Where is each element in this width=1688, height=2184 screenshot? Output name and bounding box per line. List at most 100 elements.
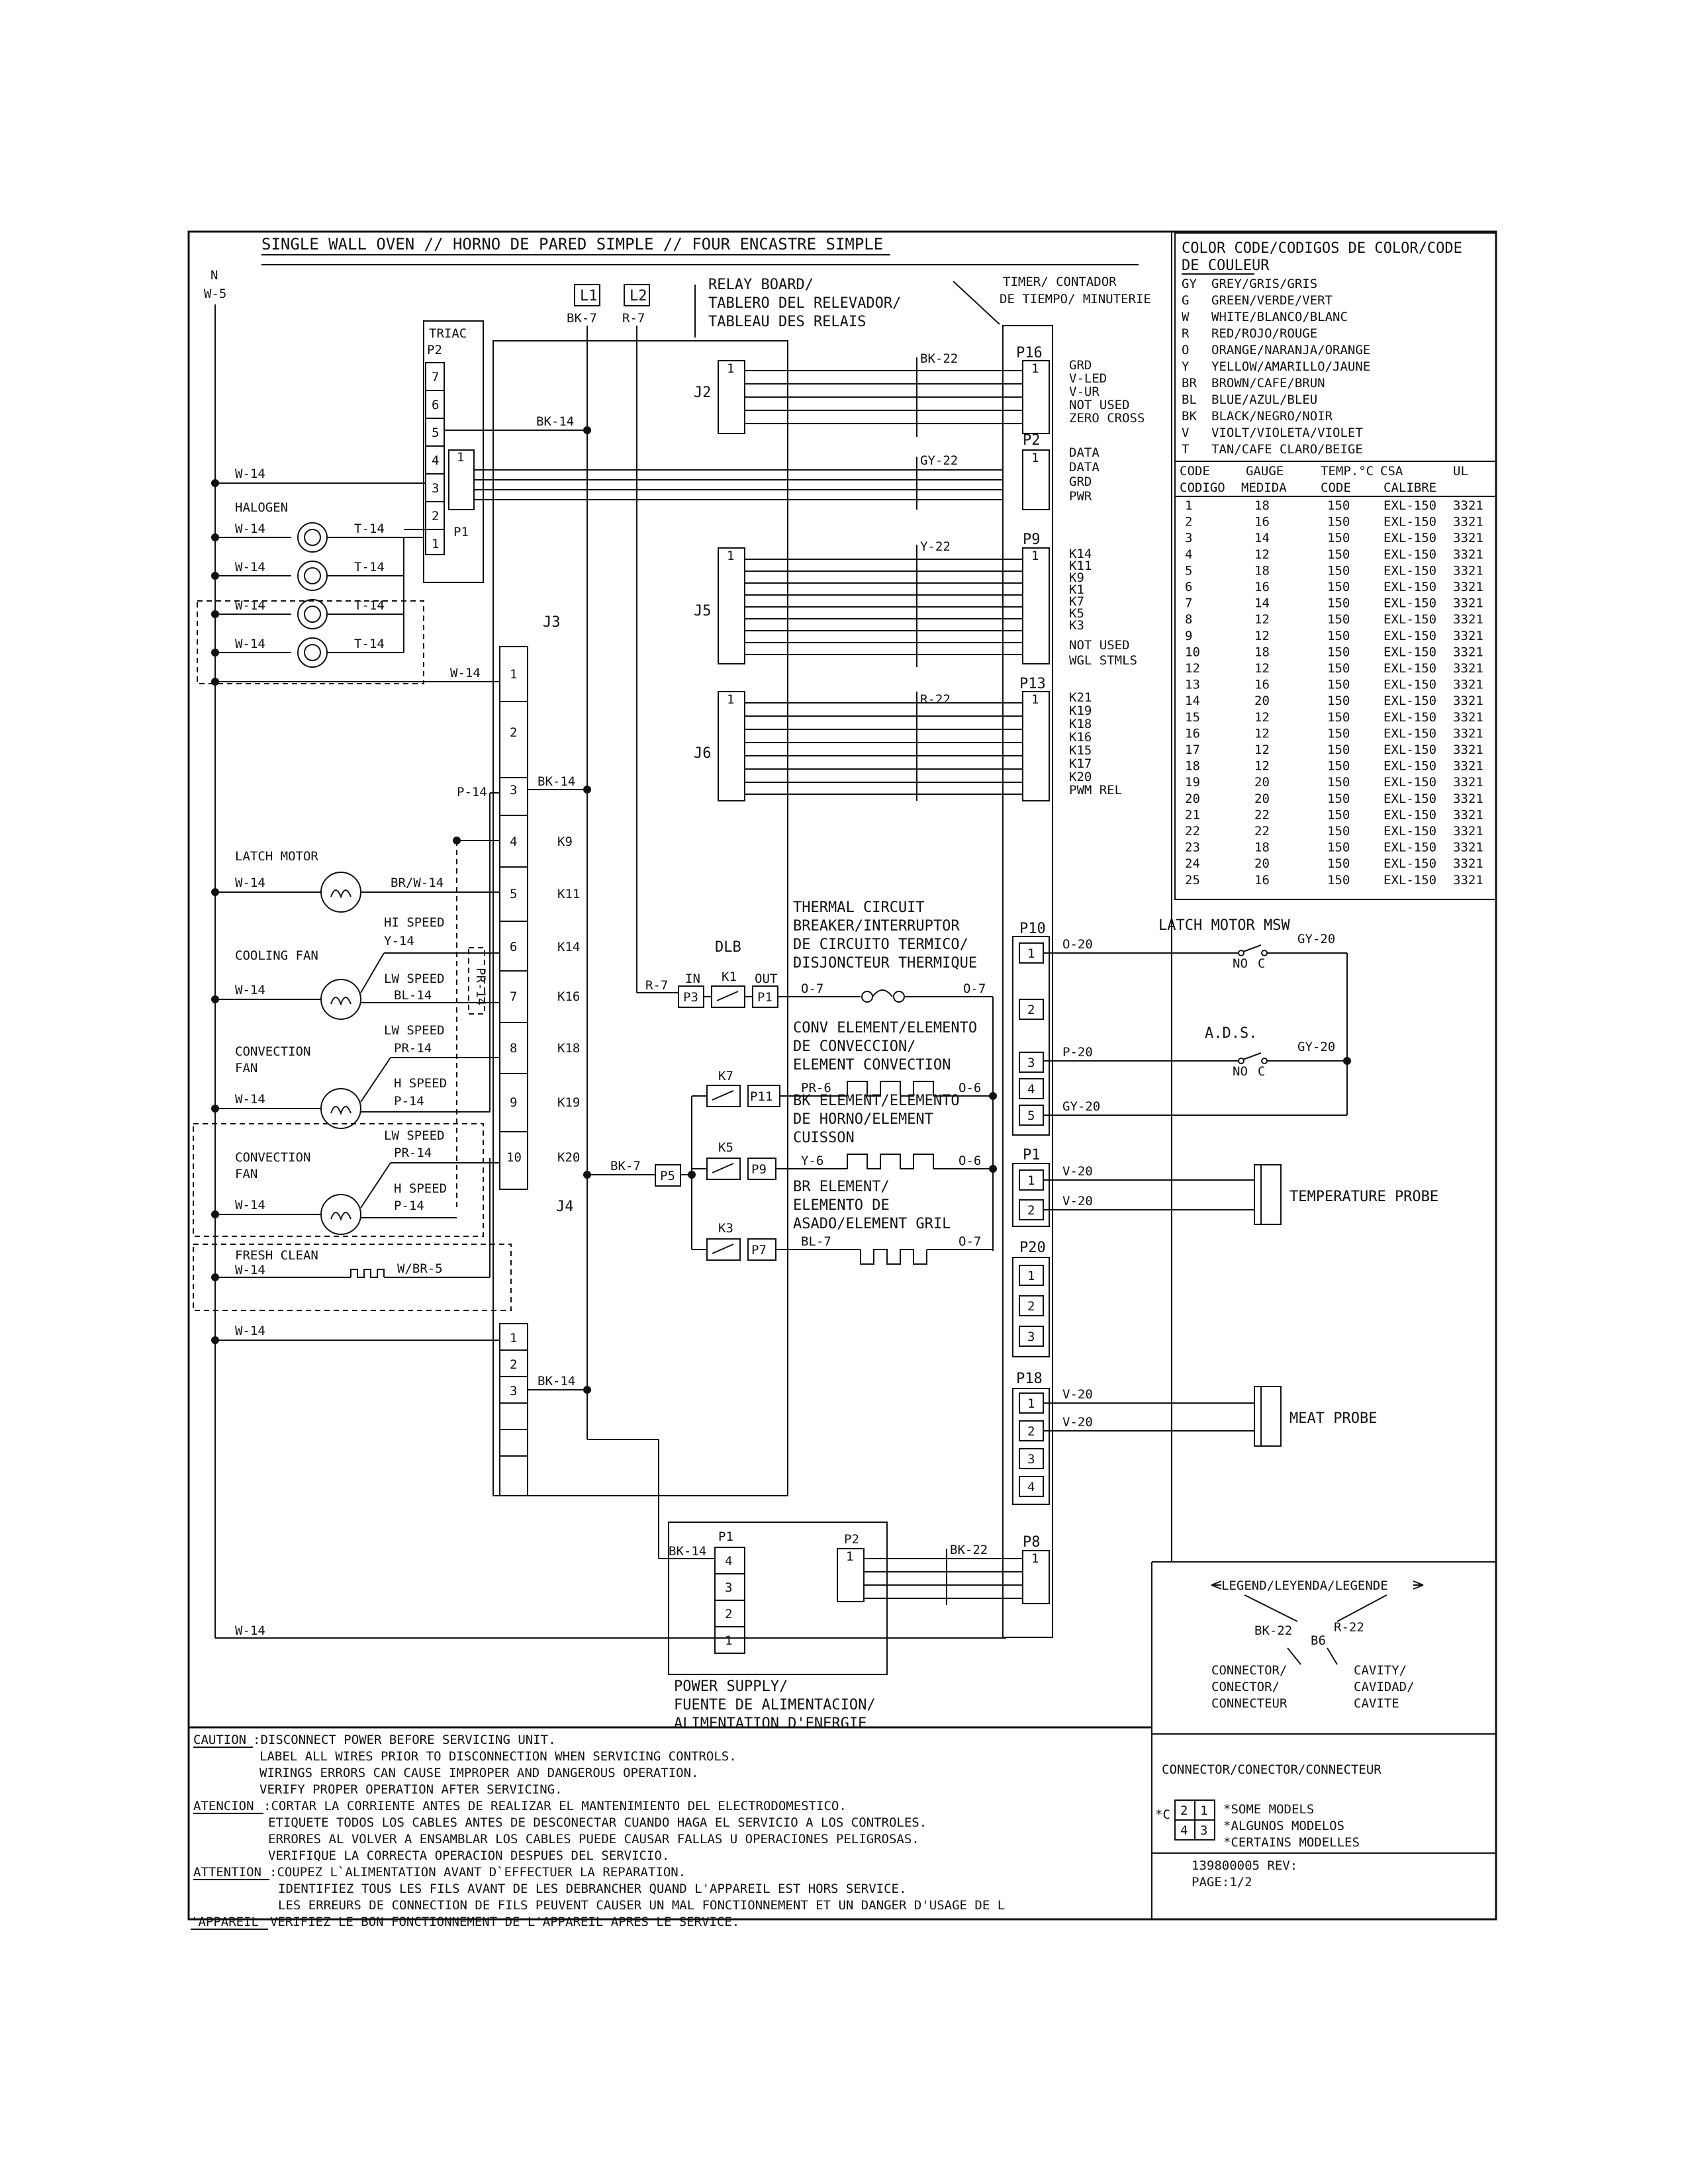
svg-text:TABLERO DEL RELEVADOR/: TABLERO DEL RELEVADOR/ [708, 295, 901, 312]
power-supply-label: POWER SUPPLY/ [674, 1678, 788, 1695]
gauge-table-cell: 150 [1327, 856, 1350, 871]
l2-wire-label: R-7 [622, 311, 645, 326]
svg-text:2: 2 [510, 725, 517, 740]
svg-text:1: 1 [1027, 1396, 1035, 1411]
gauge-header-cell: UL [1453, 464, 1468, 478]
svg-text:PR-14: PR-14 [394, 1041, 432, 1056]
svg-text:GRD: GRD [1069, 358, 1092, 373]
svg-text:3: 3 [1027, 1452, 1035, 1467]
svg-text:ZERO CROSS: ZERO CROSS [1069, 411, 1145, 426]
svg-text:CUISSON: CUISSON [793, 1130, 855, 1146]
color-code-abbrev: G [1182, 293, 1189, 308]
svg-text:HI SPEED: HI SPEED [384, 915, 445, 930]
gauge-table-cell: 3321 [1453, 580, 1483, 594]
p20-connector [1012, 1257, 1050, 1357]
svg-text::CORTAR LA CORRIENTE ANTES DE: :CORTAR LA CORRIENTE ANTES DE REALIZAR E… [263, 1799, 847, 1813]
svg-text:1: 1 [846, 1549, 853, 1564]
svg-text:O-6: O-6 [959, 1154, 981, 1168]
gauge-table-cell: 150 [1327, 743, 1350, 757]
p20-label: P20 [1019, 1240, 1046, 1256]
gauge-table-cell: 22 [1185, 824, 1200, 839]
color-code-abbrev: Y [1182, 359, 1190, 374]
svg-text:VERIFY PROPER OPERATION AFTER: VERIFY PROPER OPERATION AFTER SERVICING. [259, 1782, 563, 1797]
gauge-table-cell: EXL-150 [1383, 580, 1436, 594]
latch-motor-icon [320, 872, 361, 913]
svg-text:FAN: FAN [235, 1061, 258, 1075]
gauge-table-cell: 16 [1185, 726, 1200, 741]
svg-text:4: 4 [1027, 1082, 1035, 1097]
svg-text:DE COULEUR: DE COULEUR [1182, 257, 1270, 274]
gauge-table-cell: 14 [1185, 694, 1200, 708]
j3-label: J3 [543, 614, 561, 631]
bottom-neutral-wire-label: W-14 [235, 1623, 265, 1638]
legend-connector: CONNECTOR/ [1211, 1663, 1287, 1678]
svg-text:ASADO/ELEMENT GRIL: ASADO/ELEMENT GRIL [793, 1216, 951, 1232]
svg-text:H SPEED: H SPEED [394, 1181, 447, 1196]
p2-right-label: P2 [1023, 432, 1041, 449]
color-code-name: GREEN/VERDE/VERT [1211, 293, 1333, 308]
gauge-table-cell: 12 [1254, 661, 1270, 676]
svg-text:GY-20: GY-20 [1062, 1099, 1100, 1114]
svg-text:K11: K11 [1069, 559, 1092, 573]
svg-text:9: 9 [510, 1095, 517, 1110]
bottom-connector [499, 1323, 528, 1496]
gauge-table-cell: 3321 [1453, 694, 1483, 708]
relay-board-label: RELAY BOARD/ [708, 277, 814, 293]
svg-text:V-LED: V-LED [1069, 371, 1107, 386]
color-code-name: BLACK/NEGRO/NOIR [1211, 409, 1333, 424]
gauge-table-cell: 16 [1254, 515, 1270, 529]
svg-text:PWR: PWR [1069, 489, 1092, 504]
svg-text:V-20: V-20 [1062, 1415, 1093, 1430]
svg-text:*SOME MODELS: *SOME MODELS [1223, 1802, 1314, 1817]
svg-text:2: 2 [432, 509, 439, 523]
svg-text:CAVITE: CAVITE [1354, 1696, 1399, 1711]
p16-connector [1022, 360, 1050, 434]
svg-text:P9: P9 [751, 1162, 767, 1177]
gauge-table [1174, 461, 1497, 900]
p2-right-connector [1022, 449, 1050, 510]
gauge-table-cell: 13 [1185, 678, 1200, 692]
conv-element-heater [847, 1081, 934, 1097]
gauge-table-cell: EXL-150 [1383, 515, 1436, 529]
gauge-table-cell: 20 [1254, 856, 1270, 871]
svg-text:*C: *C [1155, 1807, 1170, 1822]
relay-k11: K11 [557, 887, 580, 901]
svg-text:4: 4 [510, 835, 517, 849]
svg-text:NOT USED: NOT USED [1069, 398, 1130, 412]
svg-text:DISJONCTEUR THERMIQUE: DISJONCTEUR THERMIQUE [793, 955, 977, 972]
svg-text:CAVIDAD/: CAVIDAD/ [1354, 1680, 1415, 1694]
gauge-table-cell: 12 [1254, 612, 1270, 627]
gauge-table-cell: 150 [1327, 498, 1350, 513]
svg-text:W-14: W-14 [235, 1263, 265, 1277]
svg-text:W-14: W-14 [235, 560, 265, 574]
p13-connector [1022, 691, 1050, 801]
svg-text:4: 4 [725, 1554, 732, 1569]
svg-text:W-14: W-14 [235, 637, 265, 651]
gauge-table-cell: 3321 [1453, 515, 1483, 529]
gauge-table-cell: 20 [1254, 792, 1270, 806]
p9-connector [1022, 547, 1050, 664]
gauge-table-cell: 17 [1185, 743, 1200, 757]
gauge-table-cell: 12 [1254, 547, 1270, 562]
gauge-table-cell: 18 [1254, 563, 1270, 578]
p18-connector [1012, 1388, 1050, 1505]
gauge-table-cell: 150 [1327, 580, 1350, 594]
svg-text:W-14: W-14 [235, 1092, 265, 1107]
color-code-name: ORANGE/NARANJA/ORANGE [1211, 343, 1370, 357]
timer-board [1002, 325, 1053, 1638]
gauge-table-cell: EXL-150 [1383, 759, 1436, 774]
bk-element-label: BK ELEMENT/ELEMENTO [793, 1093, 960, 1109]
gauge-table-cell: EXL-150 [1383, 743, 1436, 757]
svg-text:O-6: O-6 [959, 1081, 981, 1095]
svg-text:1: 1 [457, 450, 464, 465]
gauge-table-cell: EXL-150 [1383, 841, 1436, 855]
svg-text:O-7: O-7 [801, 981, 823, 996]
gauge-table-cell: 18 [1254, 841, 1270, 855]
svg-text:R-7: R-7 [645, 978, 668, 993]
svg-text:4: 4 [432, 453, 439, 468]
svg-text:BREAKER/INTERRUPTOR: BREAKER/INTERRUPTOR [793, 918, 960, 934]
p11-terminal [747, 1085, 780, 1107]
gauge-table-cell: 3321 [1453, 775, 1483, 790]
color-code-abbrev: BL [1182, 392, 1197, 407]
latch-msw-label: LATCH MOTOR MSW [1158, 917, 1290, 934]
